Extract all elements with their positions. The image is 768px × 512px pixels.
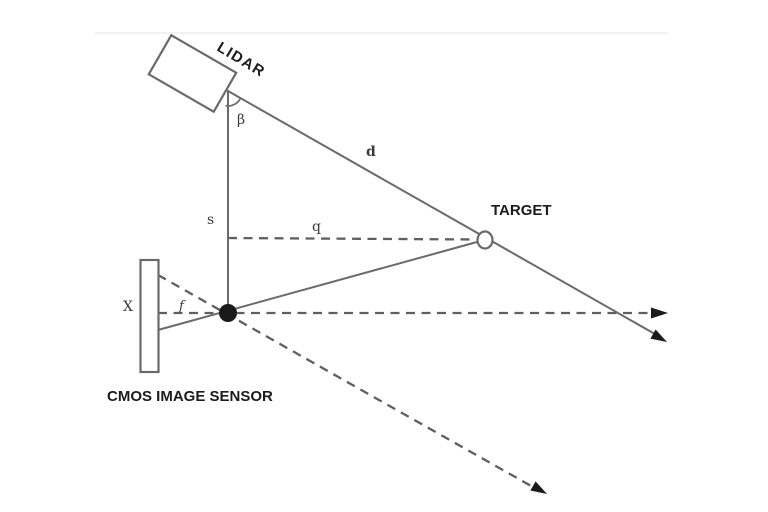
cmos-sensor-label: CMOS IMAGE SENSOR	[107, 388, 273, 405]
camera-ray-dashed-line	[157, 273, 533, 488]
q-baseline-dashed-line	[227, 236, 477, 241]
d-symbol: d	[366, 144, 376, 160]
x-symbol: X	[123, 299, 133, 315]
lidar-box	[147, 33, 238, 114]
lidar-box-group	[147, 33, 238, 114]
imaging-ray-line	[157, 241, 478, 331]
cmos-sensor-box	[139, 258, 160, 374]
lidar-beam-arrowhead-icon	[650, 329, 667, 342]
beta-symbol: β	[237, 112, 245, 128]
target-circle	[476, 230, 494, 250]
target-label: TARGET	[491, 202, 552, 219]
lidar-beam-d-line	[227, 90, 655, 335]
beta-angle-arc	[225, 97, 242, 107]
optical-axis-arrowhead-icon	[651, 307, 668, 319]
f-symbol: f	[178, 299, 186, 314]
camera-ray-arrowhead-icon	[530, 481, 547, 494]
s-symbol: s	[207, 212, 214, 228]
q-symbol: q	[312, 219, 321, 235]
lens-center-dot	[219, 304, 237, 322]
